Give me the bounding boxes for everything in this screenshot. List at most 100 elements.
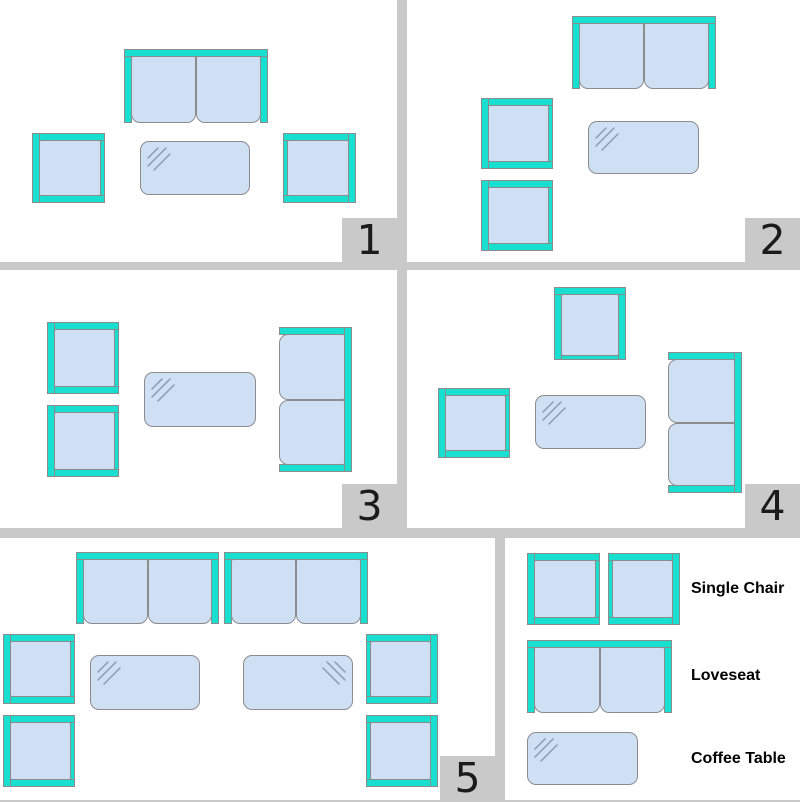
panel-number-badge: 5 [440,756,495,800]
single-chair [527,553,600,625]
glass-shine-icon [534,738,558,762]
chair-arm [618,294,626,360]
single-chair [3,715,75,787]
panel-number-badge: 2 [745,218,800,262]
chair-backrest [430,715,438,787]
loveseat-arm [664,647,672,713]
loveseat-cushion [83,559,148,624]
chair-arm [283,195,349,203]
layout-panel-2: 2 [407,0,800,262]
layout-panel-5: 5 [0,538,495,800]
single-chair [554,287,626,360]
coffee-table [144,372,256,427]
loveseat-cushion [668,359,735,423]
panel-number-badge: 3 [342,484,397,528]
chair-arm [534,617,600,625]
loveseat-cushion [279,334,345,400]
single-chair [438,388,510,458]
loveseat-arm [260,56,268,123]
loveseat-backrest [734,352,742,493]
loveseat-cushion [231,559,296,624]
loveseat-cushion [668,423,735,486]
chair-cushion [287,140,349,196]
loveseat-cushion [579,23,644,89]
panel-number-badge: 4 [745,484,800,528]
chair-cushion [370,641,431,697]
panel-number-badge: 1 [342,218,397,262]
loveseat-cushion [534,647,600,713]
loveseat-arm [708,23,716,89]
loveseat [224,552,368,624]
single-chair [47,322,119,394]
glass-shine-icon [151,378,175,402]
loveseat-cushion [296,559,361,624]
chair-arm [366,779,431,787]
chair-arm [54,469,119,477]
loveseat-arm [211,559,219,624]
legend-label-loveseat: Loveseat [691,667,761,684]
single-chair [3,634,75,704]
chair-arm [39,195,105,203]
chair-cushion [488,105,549,162]
coffee-table [243,655,353,710]
loveseat-backrest [344,327,352,472]
layout-panel-3: 3 [0,270,397,528]
chair-arm [10,696,75,704]
glass-shine-icon [97,661,121,685]
chair-arm [366,696,431,704]
chair-backrest [672,553,680,625]
chair-arm [445,450,510,458]
single-chair [32,133,105,203]
glass-shine-icon [322,661,346,685]
loveseat-arm [668,485,742,493]
single-chair [608,553,680,625]
loveseat-cushion [279,400,345,465]
single-chair [481,180,553,251]
chair-cushion [561,294,619,356]
chair-backrest [430,634,438,704]
chair-cushion [10,641,71,697]
loveseat-cushion [196,56,261,123]
chair-cushion [39,140,101,196]
glass-shine-icon [595,127,619,151]
glass-shine-icon [542,401,566,425]
layout-panel-1: 1 [0,0,397,262]
single-chair [283,133,356,203]
chair-arm [488,243,553,251]
loveseat [124,49,268,123]
loveseat [76,552,219,624]
coffee-table [140,141,250,195]
glass-shine-icon [147,147,171,171]
chair-cushion [54,412,115,470]
legend-panel: Single Chair Loveseat Coffee Table [505,538,800,800]
chair-cushion [10,722,71,780]
single-chair [366,715,438,787]
single-chair [481,98,553,169]
chair-cushion [534,560,596,618]
layout-panel-4: 4 [407,270,800,528]
legend-label-single-chair: Single Chair [691,580,785,597]
loveseat-arm [360,559,368,624]
chair-cushion [445,395,506,451]
loveseat [668,352,742,493]
chair-cushion [612,560,673,618]
coffee-table [535,395,646,449]
coffee-table [90,655,200,710]
single-chair [47,405,119,477]
chair-arm [10,779,75,787]
chair-arm [488,161,553,169]
loveseat-cushion [148,559,212,624]
coffee-table [527,732,638,785]
chair-arm [608,617,673,625]
chair-backrest [348,133,356,203]
chair-cushion [54,329,115,387]
chair-cushion [370,722,431,780]
loveseat-cushion [600,647,665,713]
chair-cushion [488,187,549,244]
legend-label-coffee-table: Coffee Table [691,750,786,767]
coffee-table [588,121,699,174]
chair-arm [54,386,119,394]
loveseat-arm [279,464,352,472]
single-chair [366,634,438,704]
